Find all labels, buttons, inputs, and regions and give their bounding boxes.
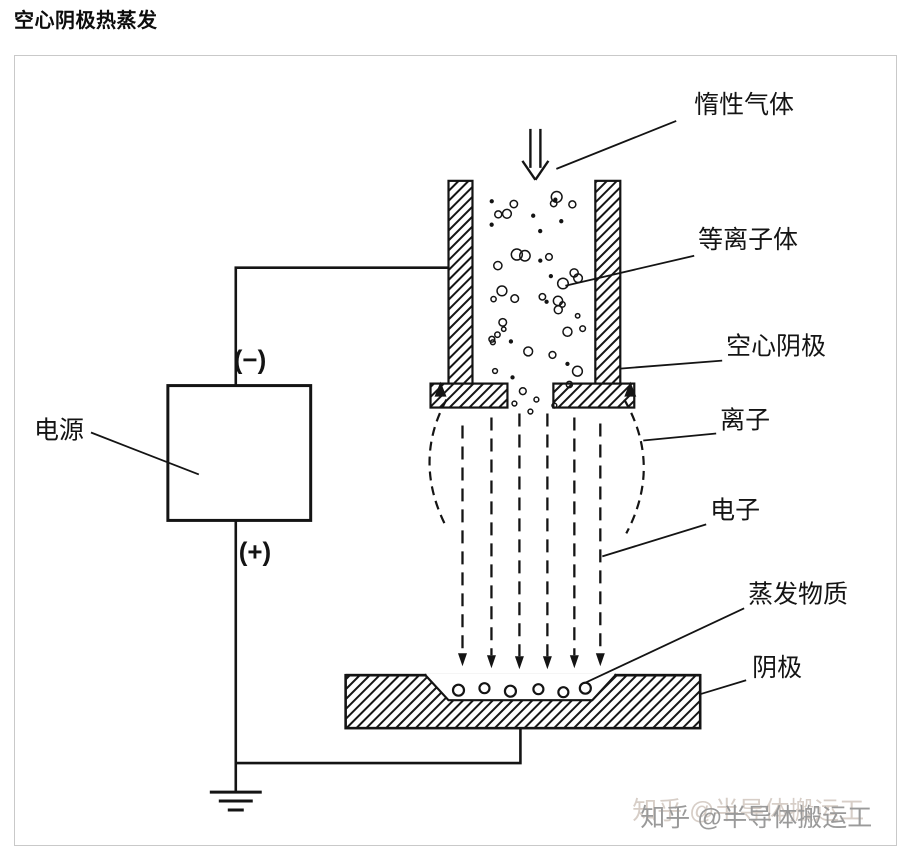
label-bottom-electrode: 阴极 bbox=[752, 654, 802, 682]
bottom-electrode-plate bbox=[344, 673, 702, 730]
tube-flange-left bbox=[429, 382, 509, 409]
label-hollow-cathode: 空心阴极 bbox=[726, 333, 826, 361]
label-inert-gas: 惰性气体 bbox=[694, 91, 794, 119]
ground-symbol bbox=[209, 790, 262, 812]
leader-hollow-cathode bbox=[620, 359, 723, 370]
label-ions: 离子 bbox=[720, 407, 770, 435]
label-plasma: 等离子体 bbox=[698, 226, 798, 254]
label-electrons: 电子 bbox=[710, 496, 760, 524]
hollow-cathode-tube bbox=[429, 179, 636, 409]
electron-beams bbox=[457, 413, 605, 670]
ion-arrows bbox=[434, 381, 637, 397]
plume-curve-right bbox=[623, 399, 645, 534]
leader-lines bbox=[90, 120, 747, 696]
leader-power-supply bbox=[90, 431, 200, 476]
watermark: 知乎 @半导体搬运工 bbox=[640, 804, 872, 832]
leader-evap-material bbox=[583, 607, 745, 685]
label-positive-terminal: (+) bbox=[239, 536, 271, 566]
tube-wall-left bbox=[447, 179, 474, 388]
leader-electrons bbox=[602, 523, 707, 558]
leader-bottom-electrode bbox=[699, 679, 747, 696]
diagram-frame: 惰性气体 等离子体 空心阴极 离子 电子 蒸发物质 阴极 电源 (−) (+) … bbox=[14, 55, 897, 846]
leader-plasma bbox=[565, 254, 695, 287]
label-negative-terminal: (−) bbox=[234, 345, 266, 375]
leader-inert-gas bbox=[556, 120, 677, 170]
tube-flange-right bbox=[552, 382, 636, 409]
watermark-echo: 知乎 @半导体搬运工 bbox=[632, 797, 864, 825]
circuit-wires bbox=[234, 266, 522, 792]
diagram-svg: 惰性气体 等离子体 空心阴极 离子 电子 蒸发物质 阴极 电源 (−) (+) … bbox=[34, 91, 872, 832]
leader-ions bbox=[643, 432, 717, 442]
label-evap-material: 蒸发物质 bbox=[748, 580, 848, 608]
page-title: 空心阴极热蒸发 bbox=[14, 10, 158, 32]
gas-inlet-arrow-icon bbox=[521, 128, 550, 181]
plasma-dots bbox=[488, 190, 587, 415]
tube-wall-right bbox=[594, 179, 622, 388]
evaporant-droplets bbox=[451, 681, 592, 699]
label-power-supply: 电源 bbox=[34, 417, 84, 445]
wire-negative bbox=[234, 266, 449, 386]
wire-positive bbox=[235, 728, 522, 765]
power-supply-box bbox=[166, 384, 313, 522]
plume-curve-left bbox=[428, 399, 448, 528]
ion-plume-curves bbox=[428, 399, 645, 534]
